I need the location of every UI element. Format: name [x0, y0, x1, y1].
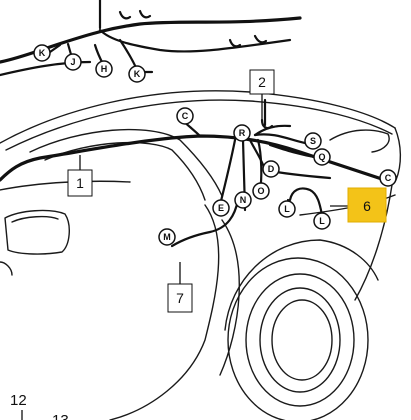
connector-m: M [158, 228, 176, 246]
svg-text:L: L [284, 204, 290, 214]
roof-harness [0, 0, 302, 77]
svg-text:N: N [240, 195, 247, 205]
svg-text:E: E [218, 203, 224, 213]
svg-text:1: 1 [76, 175, 84, 191]
connector-n: N [234, 191, 252, 209]
connector-e: E [212, 199, 230, 217]
svg-text:7: 7 [176, 290, 184, 306]
callout-7: 7 [167, 283, 193, 313]
connector-o: O [252, 182, 270, 200]
connector-r: R [233, 124, 251, 142]
svg-text:D: D [268, 164, 275, 174]
connector-d: D [262, 160, 280, 178]
svg-text:K: K [134, 69, 141, 79]
svg-text:O: O [257, 186, 264, 196]
svg-text:C: C [385, 173, 392, 183]
svg-text:6: 6 [363, 198, 371, 214]
connector-s: S [304, 132, 322, 150]
car-body-outline [0, 90, 402, 420]
connector-l-right: L [313, 212, 331, 230]
svg-text:J: J [70, 57, 75, 67]
connector-k-lower: K [128, 65, 146, 83]
svg-text:Q: Q [318, 152, 325, 162]
svg-text:K: K [39, 48, 46, 58]
connector-k-upper: K [33, 44, 51, 62]
callout-6-highlighted: 6 [347, 187, 387, 223]
label-12: 12 [10, 392, 27, 409]
connector-j: J [64, 53, 82, 71]
connector-c-top: C [176, 107, 194, 125]
connector-h: H [95, 60, 113, 78]
svg-text:R: R [239, 128, 246, 138]
svg-text:2: 2 [258, 74, 266, 90]
connector-l-left: L [278, 200, 296, 218]
svg-text:C: C [182, 111, 189, 121]
svg-text:L: L [319, 216, 325, 226]
svg-text:S: S [310, 136, 316, 146]
connector-q: Q [313, 148, 331, 166]
leader-lines [21, 92, 348, 420]
svg-text:H: H [101, 64, 108, 74]
callout-2: 2 [249, 69, 275, 95]
svg-text:M: M [163, 232, 171, 242]
rear-wheel [224, 239, 379, 420]
connector-c-right: C [379, 169, 397, 187]
label-13: 13 [52, 412, 69, 420]
callout-1: 1 [67, 169, 93, 197]
